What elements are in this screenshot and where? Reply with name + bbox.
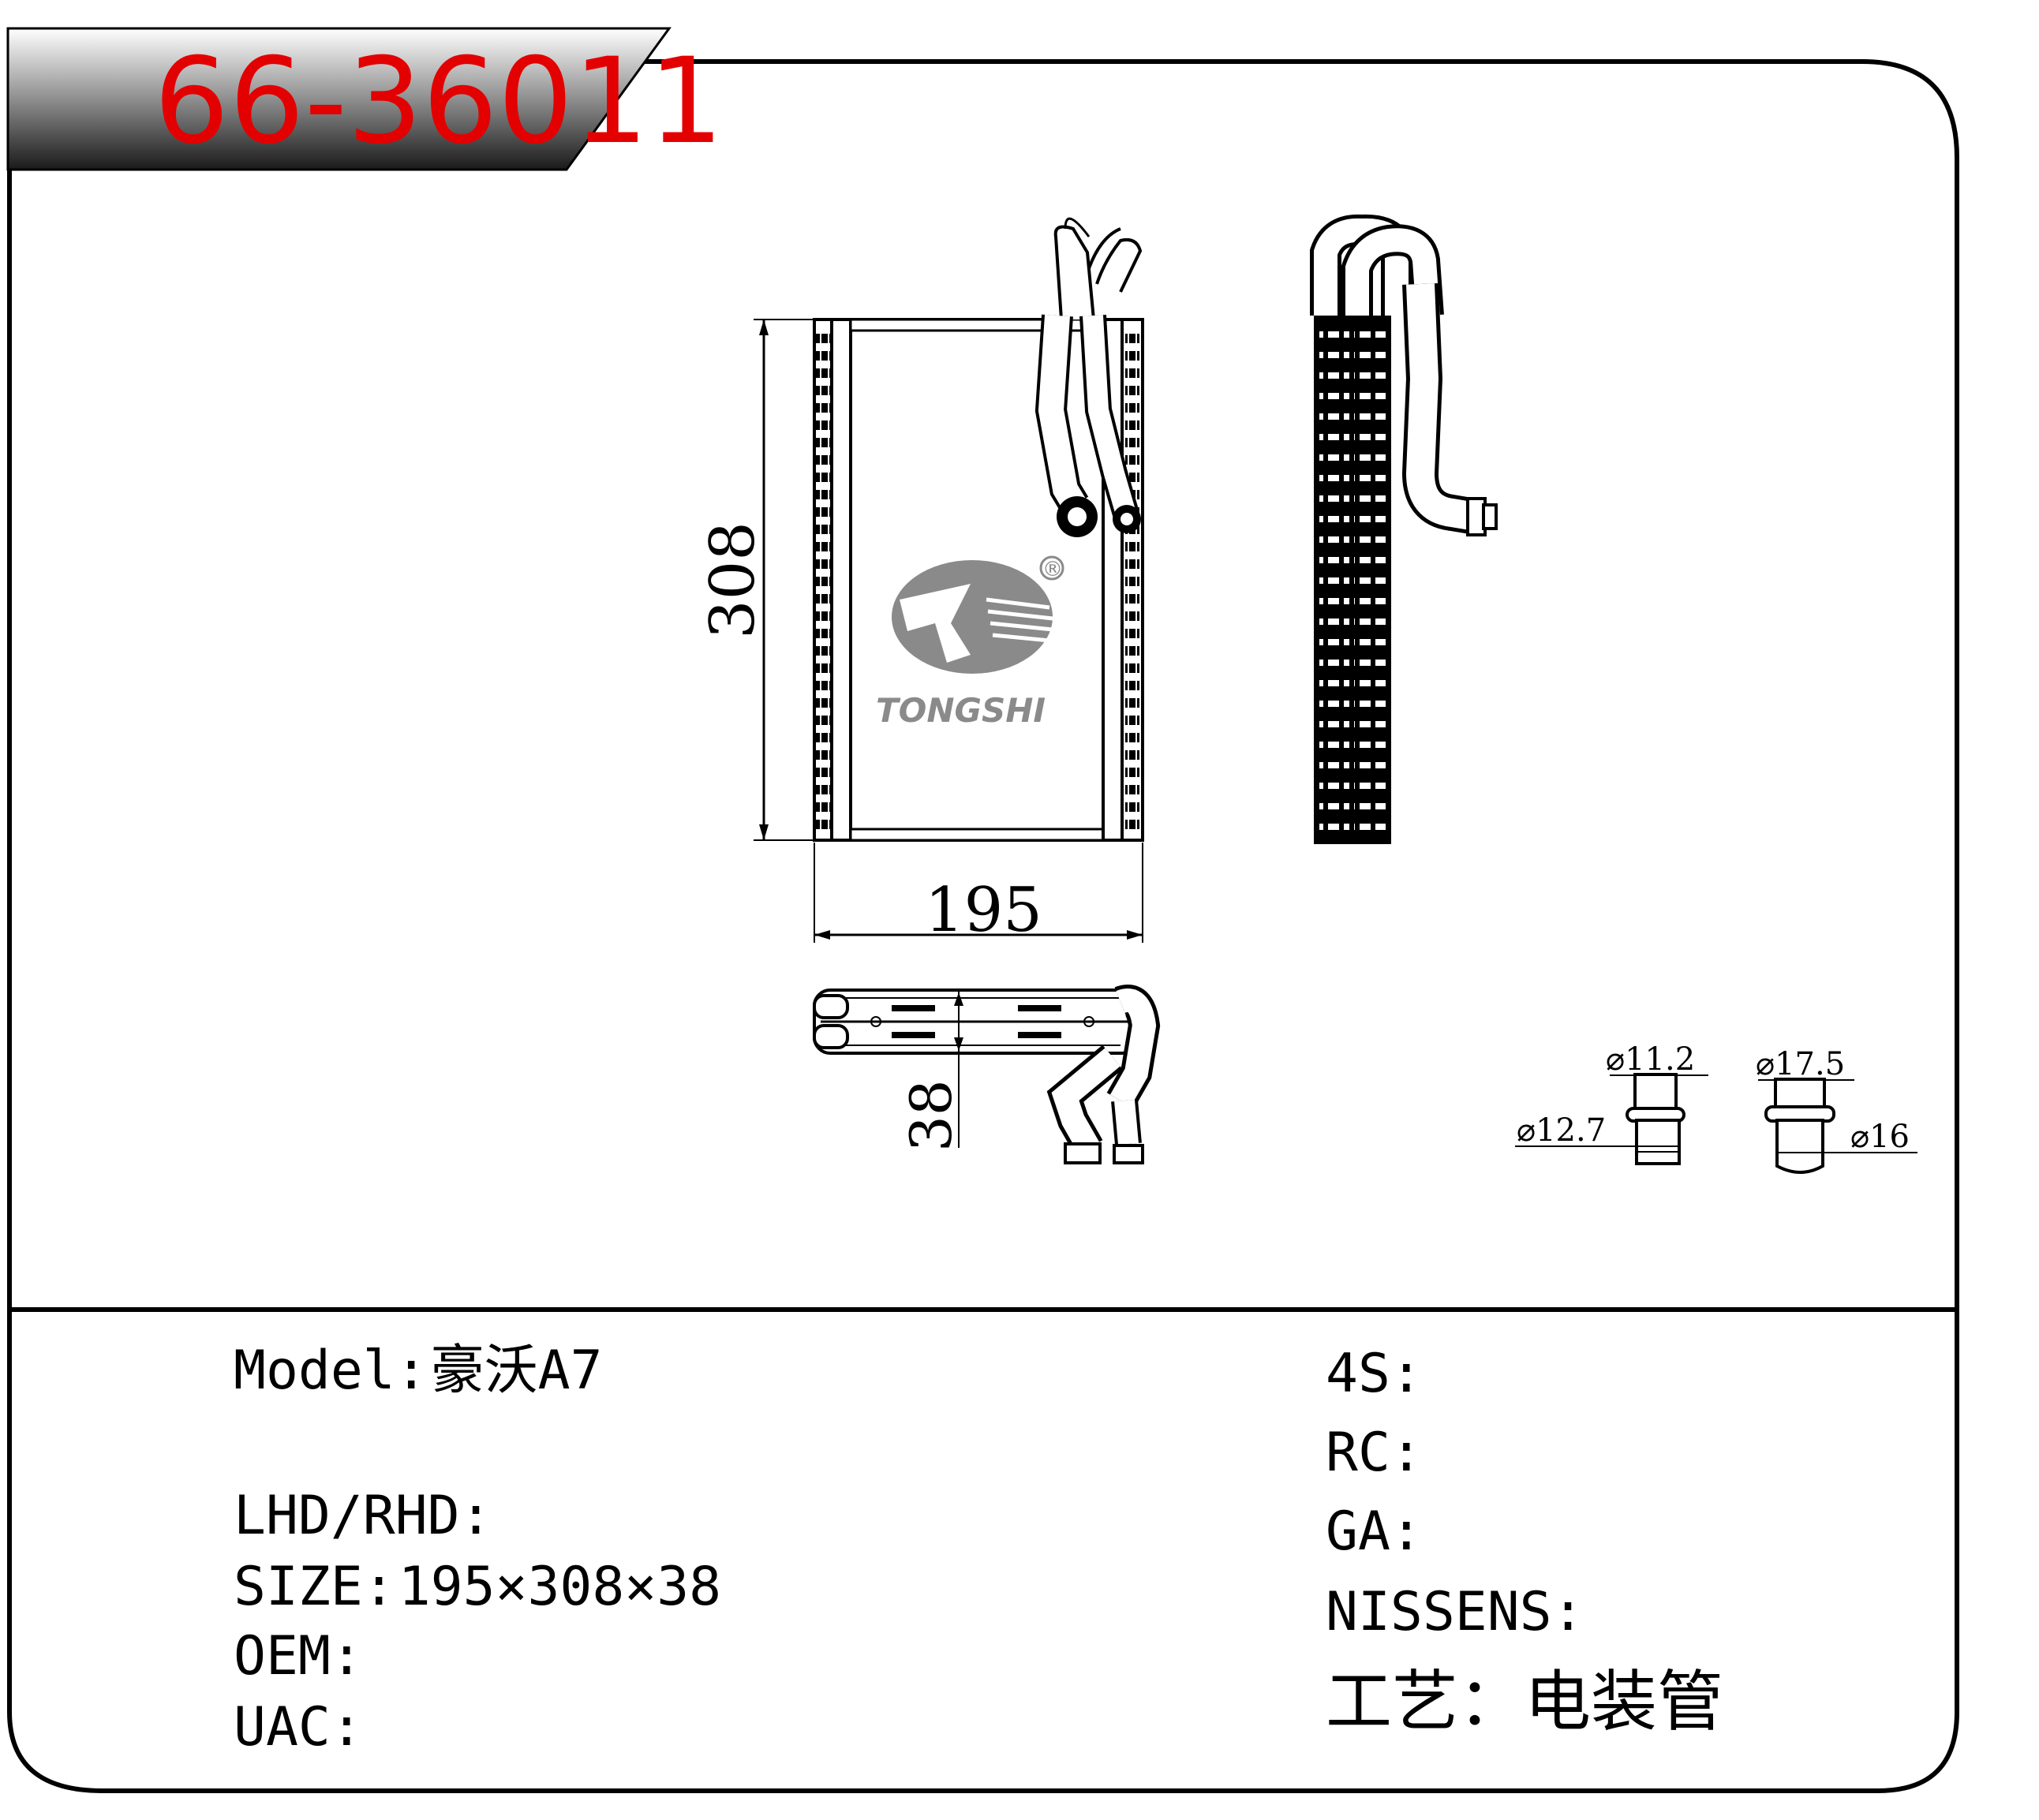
info-size-label: SIZE: (234, 1556, 395, 1618)
info-4s: 4S: (1326, 1347, 1426, 1401)
info-nissens-label: NISSENS: (1326, 1581, 1584, 1643)
registered-mark: ® (1042, 558, 1063, 581)
info-model: Model:豪沃A7 (234, 1344, 603, 1398)
info-rc: RC: (1326, 1426, 1426, 1480)
info-rc-label: RC: (1326, 1422, 1423, 1484)
tongshi-logo: ® TONGSHI (876, 555, 1064, 730)
fitting-right-inner: ⌀17.5 (1756, 1046, 1845, 1082)
logo-text: TONGSHI (876, 691, 1046, 730)
depth-value: 38 (898, 1079, 964, 1152)
info-oem-label: OEM: (234, 1625, 363, 1687)
info-nissens: NISSENS: (1326, 1586, 1588, 1639)
title-banner (6, 27, 672, 171)
info-process: 工艺：电装管 (1326, 1669, 1723, 1735)
info-size: SIZE:195×308×38 (234, 1560, 721, 1614)
side-view (1310, 214, 1498, 844)
fitting-left-outer: ⌀12.7 (1517, 1112, 1606, 1149)
fitting-right: ⌀17.5 ⌀16 (1756, 1046, 1917, 1174)
info-uac-label: UAC: (234, 1696, 363, 1758)
info-model-label: Model: (234, 1340, 428, 1402)
info-process-value: 电装管 (1525, 1663, 1724, 1740)
fitting-left: ⌀11.2 ⌀12.7 (1515, 1041, 1708, 1165)
info-process-label: 工艺： (1326, 1663, 1525, 1740)
info-uac: UAC: (234, 1701, 366, 1755)
info-lhd-rhd: LHD/RHD: (234, 1489, 496, 1543)
info-lhd-rhd-label: LHD/RHD: (234, 1485, 492, 1547)
top-view (813, 985, 1161, 1164)
fitting-left-inner: ⌀11.2 (1606, 1041, 1695, 1078)
info-oem: OEM: (234, 1630, 366, 1684)
outer-frame (7, 59, 1959, 1793)
front-view (813, 217, 1144, 842)
dim-depth: 38 (898, 989, 967, 1152)
info-ga-label: GA: (1326, 1500, 1423, 1563)
dim-height: 308 (698, 319, 813, 841)
height-value: 308 (698, 521, 769, 639)
info-size-value: 195×308×38 (398, 1556, 722, 1618)
part-number-title: 66-36011 (154, 33, 724, 170)
info-model-value: 豪沃A7 (430, 1340, 603, 1402)
info-4s-label: 4S: (1326, 1343, 1423, 1405)
dim-width: 195 (814, 843, 1143, 946)
info-ga: GA: (1326, 1505, 1426, 1559)
fitting-right-outer: ⌀16 (1850, 1119, 1910, 1155)
width-value: 195 (925, 875, 1042, 946)
